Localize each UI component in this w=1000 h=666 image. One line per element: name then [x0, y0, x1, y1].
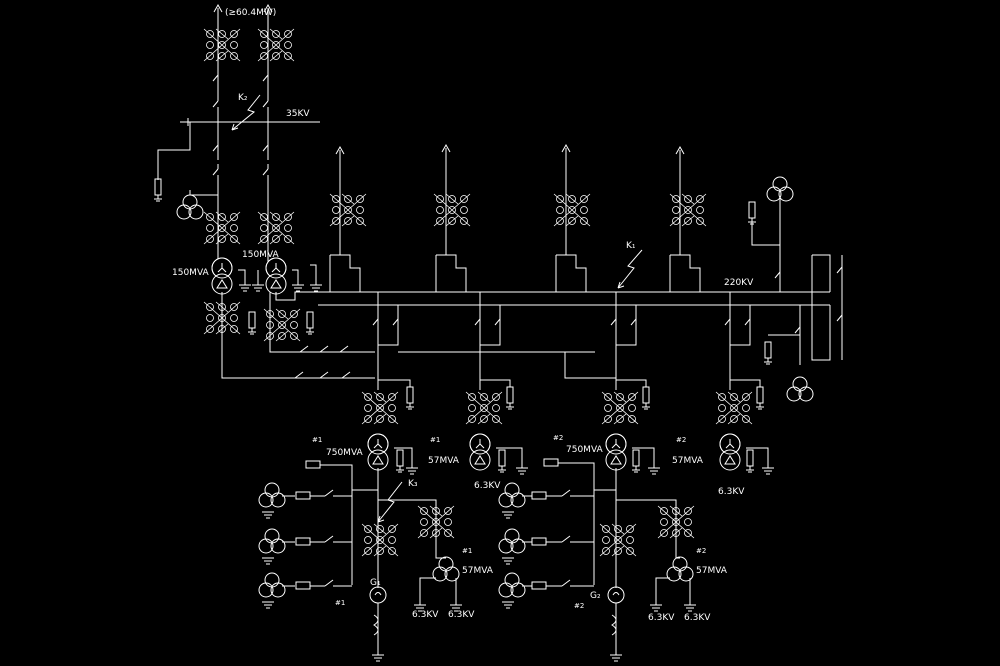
generator-g1: [369, 586, 387, 604]
aux1-name: #1: [462, 547, 472, 555]
k1-fault-symbol: [617, 249, 643, 289]
aux2-lv-a: 6.3KV: [648, 613, 675, 623]
g1-main-branch: #1 750MVA: [312, 379, 419, 475]
ct-bank: [203, 28, 241, 62]
svg-text:#1: #1: [430, 436, 440, 444]
feeder-1: [329, 145, 367, 292]
switch: [262, 69, 269, 87]
ground-symbol: [309, 284, 323, 292]
ct-bank: [263, 308, 301, 342]
bus-35kv: [180, 118, 320, 126]
t150-right-label: 150MVA: [242, 250, 280, 260]
g2-label: G₂: [590, 591, 601, 601]
k3-fault-label: K₃: [408, 479, 418, 489]
bus-35kv-label: 35KV: [286, 109, 310, 119]
ct-bank: [257, 28, 295, 62]
g2-pt-group: [498, 458, 595, 609]
bus-220kv-label: 220KV: [724, 278, 754, 288]
feeder-4: [669, 145, 707, 292]
switch: [212, 163, 219, 181]
svg-text:6.3KV: 6.3KV: [474, 481, 501, 491]
switch: [392, 313, 399, 331]
svg-text:57MVA: 57MVA: [428, 456, 460, 466]
aux2-lv-b: 6.3KV: [684, 613, 711, 623]
voltage-transformer: [766, 176, 794, 202]
svg-text:#2: #2: [553, 434, 563, 442]
switch: [262, 163, 269, 181]
transformer-150mva-left: [211, 257, 233, 295]
aux-transformer-1: [432, 556, 460, 582]
ground-symbol: [291, 284, 305, 292]
voltage-transformer: [786, 376, 814, 402]
switch: [262, 95, 269, 113]
g1-label: G₁: [370, 578, 381, 588]
svg-text:750MVA: 750MVA: [566, 445, 604, 455]
switch: [212, 95, 219, 113]
g1-station-transformer: #1 57MVA 6.3KV: [428, 379, 529, 491]
surge-arrester: [763, 341, 773, 365]
g2-station-transformer: #2 57MVA 6.3KV: [672, 379, 775, 497]
surge-arrester: [747, 201, 757, 225]
aux1-lv-b: 6.3KV: [448, 610, 475, 620]
k3-fault-symbol: [377, 481, 403, 523]
g2-bus: [593, 468, 617, 588]
svg-text:6.3KV: 6.3KV: [718, 487, 745, 497]
svg-text:#2: #2: [676, 436, 686, 444]
switch: [836, 261, 843, 279]
k2-fault-symbol: [231, 94, 261, 131]
switch: [630, 313, 637, 331]
g1-bus: [351, 468, 379, 588]
ground-symbol: [609, 654, 623, 662]
ct-bank: [599, 523, 637, 557]
top-load-label: (≥60.4MW): [225, 8, 276, 18]
aux2-name: #2: [696, 547, 706, 555]
switch: [744, 313, 751, 331]
aux1-lv-a: 6.3KV: [412, 610, 439, 620]
aux2-rating: 57MVA: [696, 566, 728, 576]
feeder-3: [553, 143, 591, 292]
g1-pt-group: [258, 460, 353, 609]
switch: [494, 313, 501, 331]
t150-left-label: 150MVA: [172, 268, 210, 278]
generator-g2: [607, 586, 625, 604]
switch: [774, 266, 781, 284]
switch: [212, 139, 219, 157]
aux1-rating: 57MVA: [462, 566, 494, 576]
transformer-150mva-right: [265, 257, 287, 295]
auxiliary-transformer: [176, 194, 204, 220]
switch: [262, 139, 269, 157]
ground-symbol: [371, 654, 385, 662]
surge-arrester: [247, 311, 257, 335]
ground-symbol: [649, 604, 663, 612]
k1-fault-label: K₁: [626, 241, 636, 251]
switch: [836, 309, 843, 327]
switch: [794, 321, 801, 339]
surge-arrester: [153, 178, 163, 202]
svg-text:#1: #1: [312, 436, 322, 444]
ground-symbol: [251, 284, 265, 292]
svg-text:750MVA: 750MVA: [326, 448, 364, 458]
switch: [212, 69, 219, 87]
surge-arrester: [305, 311, 315, 335]
ground-symbol: [683, 604, 697, 612]
svg-text:57MVA: 57MVA: [672, 456, 704, 466]
ct-bank: [361, 523, 399, 557]
k2-fault-label: K₂: [238, 93, 248, 103]
ct-bank: [203, 211, 241, 245]
g2-main-branch: #2 750MVA: [553, 379, 661, 475]
feeder-2: [433, 143, 471, 292]
switch: [372, 313, 379, 331]
g2-name: #2: [574, 602, 584, 610]
switch: [610, 313, 617, 331]
switch: [724, 313, 731, 331]
switch: [474, 313, 481, 331]
ground-symbol: [238, 284, 252, 292]
g1-name: #1: [335, 599, 345, 607]
ct-bank: [257, 211, 295, 245]
aux-transformer-2: [666, 556, 694, 582]
